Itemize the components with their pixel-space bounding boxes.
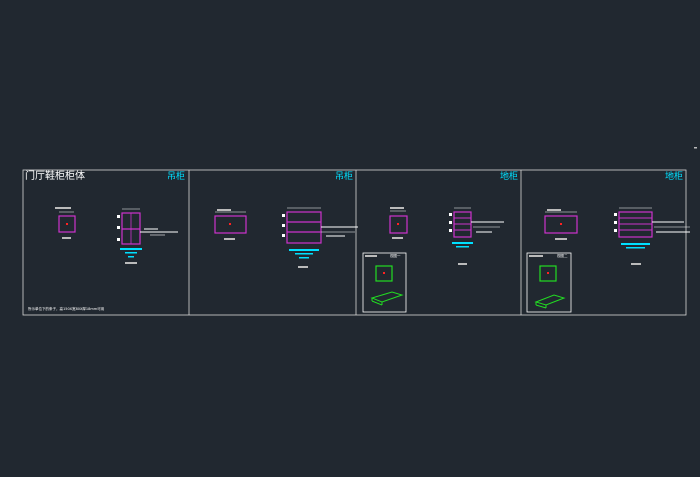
edge-mark: [694, 147, 697, 149]
detail-box: [526, 252, 572, 313]
panel-4-drawings: [526, 207, 690, 313]
drawing-frame: [22, 169, 687, 316]
panel-2-drawings: [214, 207, 358, 268]
panel-3-label: 地柜: [500, 172, 519, 182]
panel-3-drawings: [362, 207, 504, 313]
panel-4-label: 地柜: [665, 172, 684, 182]
panel-1-drawings: [55, 207, 178, 264]
drawing-title: 门厅鞋柜柜体: [25, 171, 85, 182]
panel-2-label: 吊柜: [335, 172, 354, 182]
detail-label-2: 视图二: [557, 254, 568, 258]
footnote: 所示单位下的条子，高150X宽80X厚18mm可用: [28, 307, 105, 311]
detail-box: [362, 252, 407, 313]
panel-1-label: 吊柜: [167, 172, 186, 182]
detail-label-1: 视图一: [390, 254, 401, 258]
